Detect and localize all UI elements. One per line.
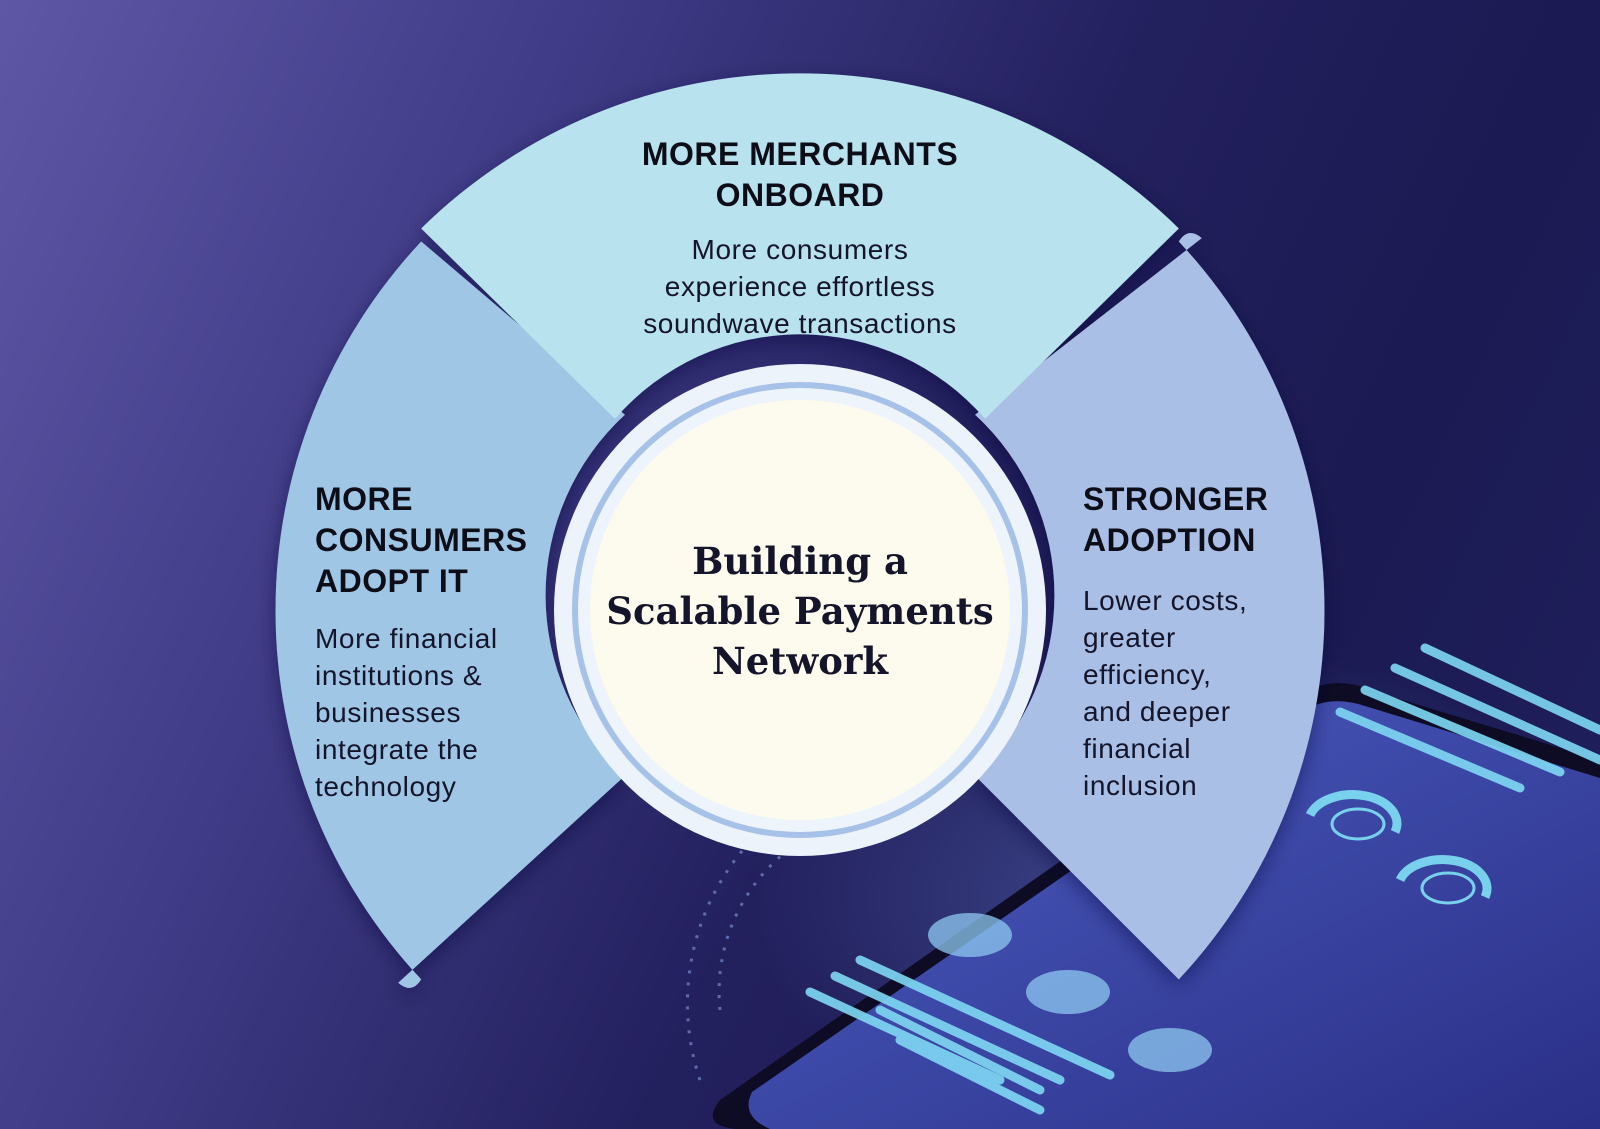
segment-left-title-line: ADOPT IT bbox=[315, 563, 469, 599]
center-title-line: Scalable Payments bbox=[606, 589, 994, 633]
segment-top-title-line: MORE MERCHANTS bbox=[641, 136, 959, 172]
segment-left-body-line: integrate the bbox=[315, 734, 479, 765]
center-title-line: Building a bbox=[692, 539, 908, 583]
center-disc bbox=[590, 400, 1010, 820]
segment-left-title-line: CONSUMERS bbox=[315, 522, 528, 558]
segment-left-body-line: businesses bbox=[315, 697, 462, 728]
segment-top-title-line: ONBOARD bbox=[715, 177, 885, 213]
segment-top-description: More consumers experience effortless sou… bbox=[590, 231, 1010, 342]
segment-right-title-line: STRONGER bbox=[1083, 481, 1269, 517]
cycle-diagram bbox=[275, 73, 1325, 988]
segment-right bbox=[975, 232, 1325, 980]
center-title: Building a Scalable Payments Network bbox=[590, 536, 1010, 686]
segment-left-title-line: MORE bbox=[315, 481, 413, 517]
segment-top bbox=[421, 73, 1179, 419]
segment-left-body-line: technology bbox=[315, 771, 457, 802]
segment-right-body-line: inclusion bbox=[1083, 770, 1198, 801]
screen-dots bbox=[928, 913, 1212, 1072]
segment-top-body-line: soundwave transactions bbox=[643, 308, 957, 339]
segment-right-title: STRONGER ADOPTION bbox=[1083, 479, 1313, 561]
segment-top-title: MORE MERCHANTS ONBOARD bbox=[600, 134, 1000, 216]
segment-right-body-line: Lower costs, bbox=[1083, 585, 1248, 616]
center-title-line: Network bbox=[711, 639, 889, 683]
segment-right-body-line: efficiency, bbox=[1083, 659, 1212, 690]
segment-left-body-line: institutions & bbox=[315, 660, 483, 691]
segment-left-body-line: More financial bbox=[315, 623, 498, 654]
segment-right-title-line: ADOPTION bbox=[1083, 522, 1256, 558]
screen-lines bbox=[805, 643, 1600, 1115]
segment-right-description: Lower costs, greater efficiency, and dee… bbox=[1083, 582, 1303, 804]
screen-rings bbox=[1305, 790, 1492, 905]
segment-top-body-line: More consumers bbox=[691, 234, 909, 265]
segment-right-body-line: and deeper bbox=[1083, 696, 1231, 727]
segment-top-body-line: experience effortless bbox=[664, 271, 936, 302]
signal-arcs bbox=[685, 798, 821, 1081]
segment-right-body-line: financial bbox=[1083, 733, 1192, 764]
segment-left-description: More financial institutions & businesses… bbox=[315, 620, 555, 805]
segment-left-title: MORE CONSUMERS ADOPT IT bbox=[315, 479, 565, 602]
segment-left bbox=[275, 241, 625, 988]
segment-right-body-line: greater bbox=[1083, 622, 1176, 653]
